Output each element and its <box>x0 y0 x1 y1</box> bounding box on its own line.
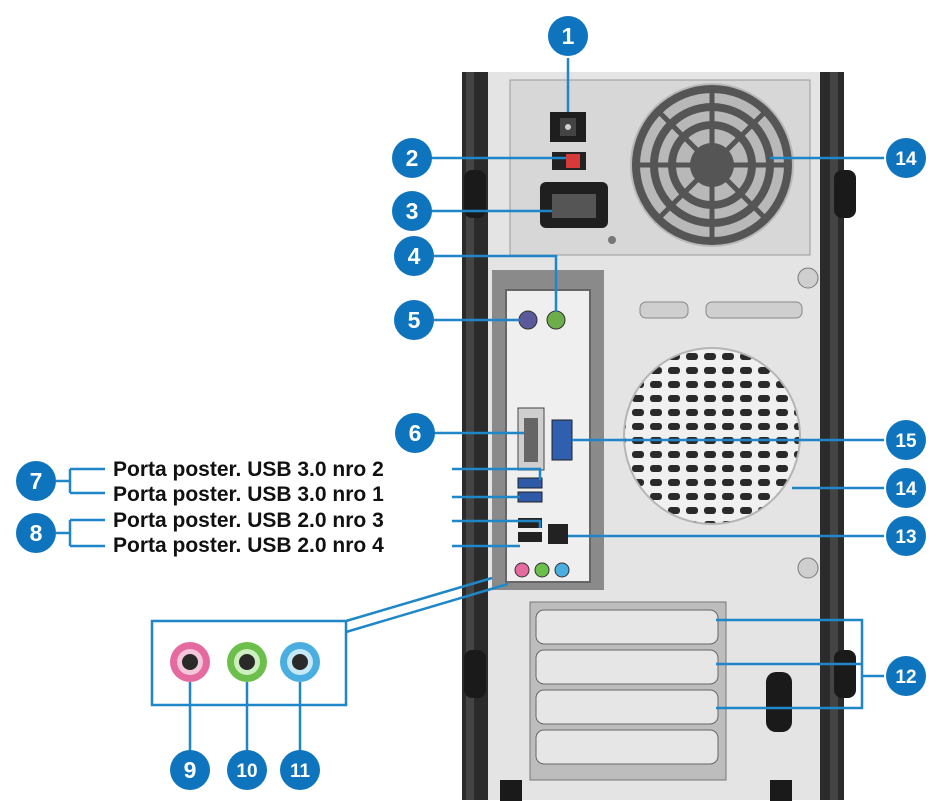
usb30-port-2[interactable] <box>517 477 543 489</box>
callout-5: 5 <box>394 300 434 340</box>
svg-text:1: 1 <box>562 23 575 49</box>
io-shield <box>492 270 604 590</box>
psu-fan-grille <box>630 83 794 247</box>
ps2-mouse-port[interactable] <box>518 310 538 330</box>
svg-text:14: 14 <box>895 149 917 170</box>
svg-text:8: 8 <box>30 520 43 546</box>
expansion-slot <box>535 609 719 645</box>
svg-text:13: 13 <box>895 527 916 548</box>
ps2-keyboard-port[interactable] <box>546 310 566 330</box>
label-usb20-3: Porta poster. USB 2.0 nro 3 <box>113 509 384 532</box>
svg-text:11: 11 <box>290 761 311 782</box>
svg-text:12: 12 <box>895 667 916 688</box>
svg-text:15: 15 <box>895 431 917 452</box>
callout-14-case-fan: 14 <box>886 468 926 508</box>
callout-13: 13 <box>886 516 926 556</box>
svg-text:4: 4 <box>408 243 421 269</box>
expansion-slot <box>535 729 719 765</box>
usb30-port-1[interactable] <box>517 491 543 503</box>
audio-jack-zoom <box>150 576 509 707</box>
expansion-slot <box>535 689 719 725</box>
leader-lines <box>56 58 884 752</box>
callout-8: 8 <box>16 513 56 553</box>
expansion-slot <box>535 649 719 685</box>
usb-label-group: Porta poster. USB 3.0 nro 2 Porta poster… <box>113 458 384 557</box>
svg-text:14: 14 <box>895 479 917 500</box>
usb20-port-3[interactable] <box>518 518 542 528</box>
audio-jack-blue[interactable] <box>280 642 320 682</box>
label-usb20-4: Porta poster. USB 2.0 nro 4 <box>113 534 384 557</box>
callout-15: 15 <box>886 420 926 460</box>
callout-7: 7 <box>16 461 56 501</box>
svg-text:3: 3 <box>406 198 419 224</box>
svg-text:9: 9 <box>184 757 197 783</box>
svg-text:2: 2 <box>406 145 419 171</box>
label-usb30-2: Porta poster. USB 3.0 nro 2 <box>113 458 384 481</box>
vga-port[interactable] <box>551 419 573 461</box>
lan-port[interactable] <box>548 524 568 544</box>
callout-4: 4 <box>394 236 434 276</box>
callout-12: 12 <box>886 656 926 696</box>
power-supply <box>509 79 811 256</box>
callout-9: 9 <box>170 750 210 790</box>
case-fan-vent <box>623 347 801 525</box>
callout-1: 1 <box>548 16 588 56</box>
callout-6: 6 <box>395 413 435 453</box>
svg-text:10: 10 <box>236 761 257 782</box>
audio-jack-green[interactable] <box>227 642 267 682</box>
svg-text:6: 6 <box>409 420 422 446</box>
audio-jack-pink[interactable] <box>170 642 210 682</box>
svg-text:5: 5 <box>408 307 421 333</box>
expansion-slots <box>529 601 792 781</box>
callout-10: 10 <box>227 750 267 790</box>
label-usb30-1: Porta poster. USB 3.0 nro 1 <box>113 483 384 506</box>
callout-11: 11 <box>280 750 320 790</box>
callout-3: 3 <box>392 191 432 231</box>
callout-2: 2 <box>392 138 432 178</box>
svg-text:7: 7 <box>30 468 43 494</box>
callout-badges: 1 2 3 4 5 6 7 8 9 10 11 12 13 14 14 15 <box>16 16 926 790</box>
usb20-port-4[interactable] <box>518 532 542 542</box>
callout-14-psu-fan: 14 <box>886 138 926 178</box>
